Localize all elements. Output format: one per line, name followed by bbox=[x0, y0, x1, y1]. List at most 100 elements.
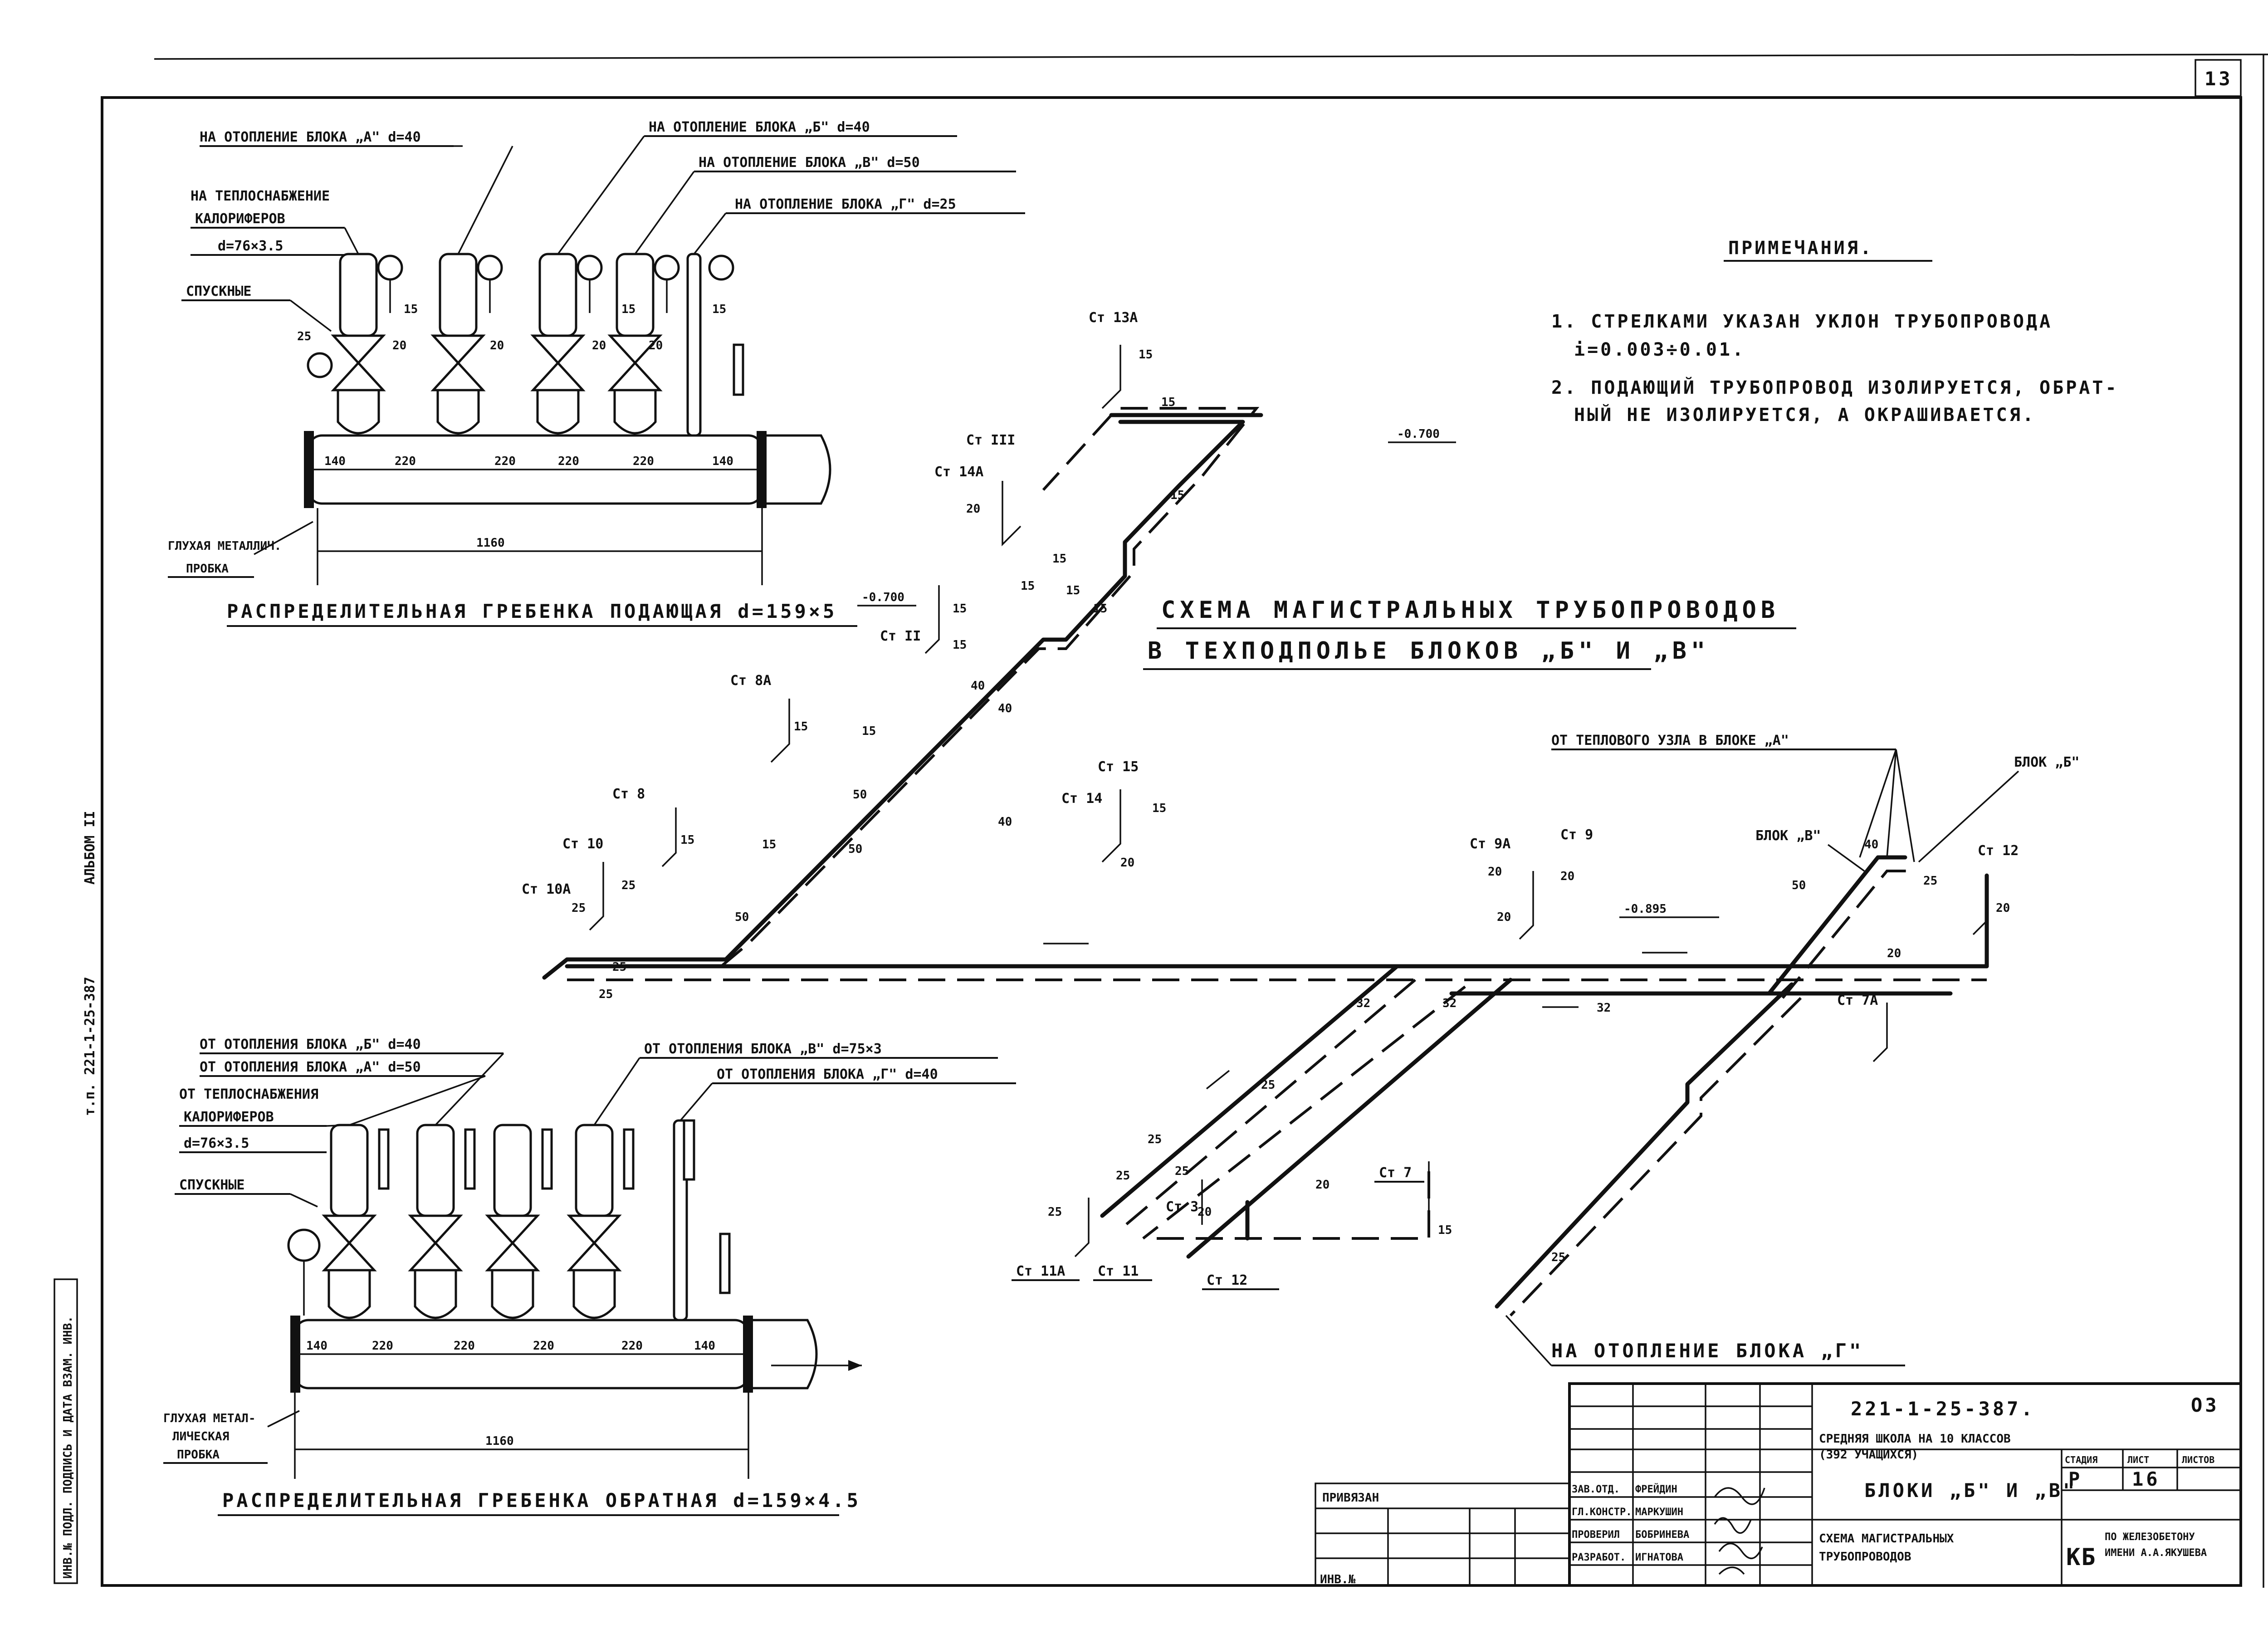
svg-text:15: 15 bbox=[1170, 489, 1184, 502]
tb-drawing-2: ТРУБОПРОВОДОВ bbox=[1819, 1550, 1911, 1564]
supply-small: 20 bbox=[490, 339, 504, 352]
svg-text:15: 15 bbox=[1021, 579, 1035, 593]
return-label-heat-2: КАЛОРИФЕРОВ bbox=[184, 1109, 274, 1125]
supply-branch bbox=[331, 253, 403, 435]
supply-leader-a-line bbox=[457, 146, 513, 254]
return-label-heat-3: d=76×3.5 bbox=[184, 1135, 249, 1151]
tb-role: ГЛ.КОНСТР. bbox=[1572, 1507, 1632, 1518]
supply-leader-drain bbox=[289, 299, 332, 332]
scheme-block-v: БЛОК „В" bbox=[1755, 828, 1821, 844]
return-label-g: ОТ ОТОПЛЕНИЯ БЛОКА „Г" d=40 bbox=[717, 1067, 938, 1082]
return-label-plug-1: ГЛУХАЯ МЕТАЛ- bbox=[163, 1412, 256, 1425]
tb-name: ФРЕЙДИН bbox=[1635, 1483, 1677, 1495]
corner-number: 13 bbox=[2204, 68, 2233, 90]
return-label-heat-1: ОТ ТЕПЛОСНАБЖЕНИЯ bbox=[179, 1086, 318, 1102]
supply-small: 25 bbox=[297, 330, 311, 343]
top-edge-line bbox=[154, 54, 2268, 60]
note-line: i=0.003÷0.01. bbox=[1574, 339, 1745, 360]
supply-label-drain: СПУСКНЫЕ bbox=[186, 284, 252, 299]
tb-org-name-1: ПО ЖЕЛЕЗОБЕТОНУ bbox=[2105, 1531, 2195, 1543]
outer-frame bbox=[101, 96, 2242, 1587]
svg-text:25: 25 bbox=[599, 988, 613, 1001]
riser-label: Ст 12 bbox=[1978, 843, 2019, 859]
tb-attached: ПРИВЯЗАН bbox=[1322, 1491, 1379, 1505]
left-edge-code: т.п. 221-1-25-387 bbox=[82, 977, 98, 1116]
scheme-title-1: СХЕМА МАГИСТРАЛЬНЫХ ТРУБОПРОВОДОВ bbox=[1161, 597, 1779, 624]
return-leader-drain bbox=[290, 1193, 318, 1208]
return-dim: 220 bbox=[454, 1339, 475, 1353]
pipe-top-diag bbox=[1042, 414, 1113, 491]
tb-inv: ИНВ.№ bbox=[1320, 1573, 1356, 1586]
svg-text:32: 32 bbox=[1356, 997, 1370, 1010]
return-label-a: ОТ ОТОПЛЕНИЯ БЛОКА „А" d=50 bbox=[200, 1059, 421, 1075]
supply-leader-g-line bbox=[693, 212, 727, 255]
level-mark: -0.895 bbox=[1624, 902, 1667, 916]
supply-total-dim: 1160 bbox=[476, 536, 505, 550]
supply-pipe-upper-return bbox=[720, 407, 1260, 968]
svg-text:50: 50 bbox=[735, 910, 749, 924]
supply-small: 15 bbox=[404, 303, 418, 316]
title-block: ПРИВЯЗАН ИНВ.№ 221-1-25-387. ОЗ СРЕДНЯЯ … bbox=[1315, 1382, 2242, 1587]
supply-label-heat-1: НА ТЕПЛОСНАБЖЕНИЕ bbox=[191, 188, 330, 204]
svg-text:40: 40 bbox=[1864, 838, 1878, 851]
return-dimension-chain: 140 220 220 220 220 140 bbox=[295, 1339, 748, 1355]
riser-label: Ст 10А bbox=[522, 881, 571, 897]
supply-label-heat-3: d=76×3.5 bbox=[218, 238, 284, 254]
return-label-drain: СПУСКНЫЕ bbox=[179, 1177, 245, 1193]
svg-text:32: 32 bbox=[1442, 997, 1457, 1010]
svg-text:40: 40 bbox=[998, 815, 1012, 829]
svg-text:20: 20 bbox=[1996, 901, 2010, 915]
return-label-plug-3: ПРОБКА bbox=[177, 1448, 220, 1462]
svg-text:20: 20 bbox=[966, 502, 980, 516]
pipe-lower-diag-4 bbox=[1142, 985, 1466, 1240]
svg-text:20: 20 bbox=[1198, 1205, 1212, 1219]
svg-text:15: 15 bbox=[762, 838, 776, 851]
svg-text:40: 40 bbox=[998, 702, 1012, 715]
tb-org-name-2: ИМЕНИ А.А.ЯКУШЕВА bbox=[2105, 1547, 2207, 1559]
supply-small: 20 bbox=[649, 339, 663, 352]
pipe-block-b-2 bbox=[1781, 870, 1914, 999]
left-edge-album: АЛЬБОМ II bbox=[82, 811, 98, 885]
svg-text:40: 40 bbox=[971, 679, 985, 693]
riser-label: Ст 8 bbox=[612, 786, 645, 802]
riser-label: Ст 11А bbox=[1016, 1263, 1065, 1279]
pipe-block-b bbox=[1767, 855, 1907, 996]
level-mark: -0.700 bbox=[862, 591, 904, 604]
supply-small: 15 bbox=[712, 303, 726, 316]
supply-pipe-upper bbox=[542, 420, 1245, 980]
supply-pipe-stub bbox=[762, 434, 831, 505]
supply-gauge-left bbox=[307, 352, 333, 378]
stamp-column bbox=[54, 1278, 78, 1584]
riser-label: Ст 7А bbox=[1837, 993, 1878, 1008]
svg-text:25: 25 bbox=[1923, 874, 1937, 888]
supply-dim: 220 bbox=[395, 455, 416, 468]
svg-text:25: 25 bbox=[572, 901, 586, 915]
riser-label: Ст 12 bbox=[1207, 1272, 1247, 1288]
svg-text:32: 32 bbox=[1597, 1001, 1611, 1015]
return-dim: 220 bbox=[372, 1339, 393, 1353]
svg-text:25: 25 bbox=[1148, 1133, 1162, 1146]
tb-name: МАРКУШИН bbox=[1635, 1507, 1683, 1518]
return-dim: 220 bbox=[533, 1339, 554, 1353]
svg-text:50: 50 bbox=[853, 788, 867, 802]
tb-sheets-label: ЛИСТОВ bbox=[2182, 1454, 2214, 1465]
supply-branch bbox=[607, 253, 680, 435]
svg-text:20: 20 bbox=[1488, 865, 1502, 879]
supply-dim: 140 bbox=[712, 455, 733, 468]
supply-leader-v-line bbox=[634, 171, 695, 255]
return-label-b: ОТ ОТОПЛЕНИЯ БЛОКА „Б" d=40 bbox=[200, 1037, 421, 1052]
note-line: 1. СТРЕЛКАМИ УКАЗАН УКЛОН ТРУБОПРОВОДА bbox=[1551, 311, 2053, 332]
supply-dim: 220 bbox=[633, 455, 654, 468]
supply-dim: 140 bbox=[324, 455, 346, 468]
supply-small: 20 bbox=[392, 339, 406, 352]
supply-label-plug-1: ГЛУХАЯ МЕТАЛЛИЧ. bbox=[168, 539, 281, 553]
supply-label-v: НА ОТОПЛЕНИЕ БЛОКА „В" d=50 bbox=[699, 155, 920, 171]
pipe-to-block-g bbox=[1495, 982, 1794, 1309]
svg-text:15: 15 bbox=[1161, 396, 1175, 409]
return-leader-g bbox=[679, 1082, 713, 1121]
svg-text:15: 15 bbox=[953, 638, 967, 652]
return-gauge-left bbox=[287, 1228, 321, 1262]
svg-text:25: 25 bbox=[1175, 1164, 1189, 1178]
supply-leader-heat bbox=[344, 227, 359, 254]
supply-label-b: НА ОТОПЛЕНИЕ БЛОКА „Б" d=40 bbox=[649, 119, 870, 135]
